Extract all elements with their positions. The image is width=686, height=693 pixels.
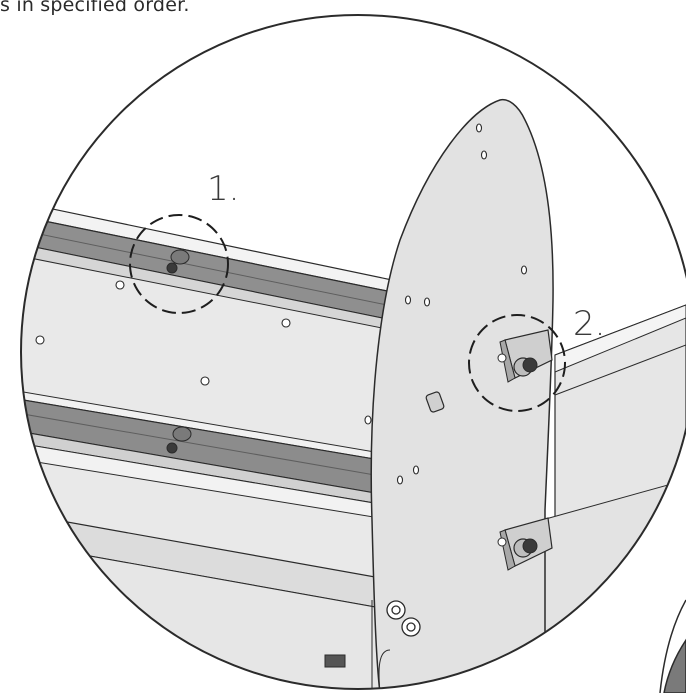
- plate-holes: [364, 123, 528, 485]
- lower-bracket: [497, 517, 553, 571]
- detail-zoom-circle: [20, 14, 686, 690]
- upper-rail-bolt: [166, 249, 190, 274]
- upper-bracket: [497, 329, 553, 383]
- callout-1-circle: [129, 214, 229, 314]
- secondary-detail-circle: [659, 599, 686, 693]
- instruction-text: s in specified order.: [0, 0, 190, 16]
- callout-1-label: 1.: [207, 169, 239, 209]
- callout-2-label: 2.: [573, 304, 605, 344]
- panel-holes: [35, 280, 291, 386]
- foot-bolts: [386, 600, 421, 637]
- lower-rail-bolt: [166, 426, 192, 454]
- plate-slot: [425, 391, 445, 413]
- callout-2-circle: [468, 314, 566, 412]
